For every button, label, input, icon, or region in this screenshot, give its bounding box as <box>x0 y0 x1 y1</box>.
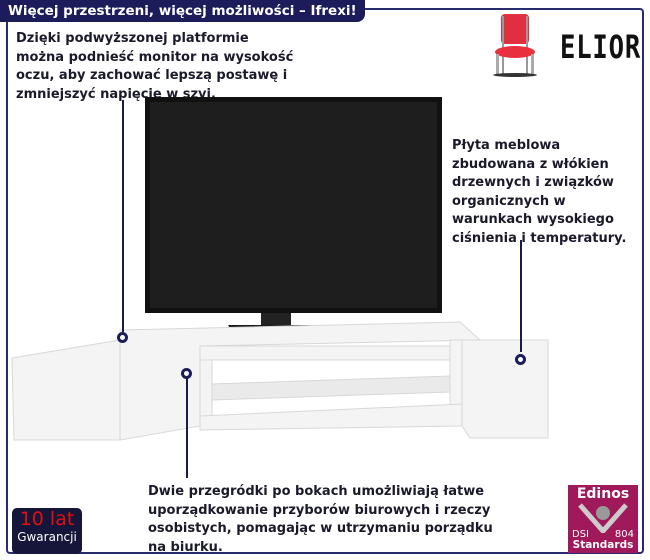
platform-description: Dzięki podwyższonej platformie można pod… <box>16 31 294 102</box>
monitor <box>145 97 442 333</box>
certificate-right: 804 <box>614 529 634 540</box>
certificate-v-icon <box>578 503 628 533</box>
pointer-dot <box>515 354 526 365</box>
brand-logo: ELIOR <box>560 28 642 66</box>
pointer-line <box>186 378 188 478</box>
warranty-badge: 10 lat Gwarancji <box>12 508 82 554</box>
pointer-dot <box>117 332 128 343</box>
certificate-badge: Edinos DSI 804 Standards <box>568 485 638 553</box>
compartments-description: Dwie przegródki po bokach umożliwiają ła… <box>148 484 493 555</box>
certificate-left: DSI <box>572 529 589 540</box>
certificate-bottom: Standards <box>572 539 634 551</box>
pointer-dot <box>181 368 192 379</box>
page-title: Więcej przestrzeni, więcej możliwości – … <box>0 0 365 22</box>
warranty-years: 10 lat <box>19 508 75 530</box>
material-description: Płyta meblowa zbudowana z włókien drzewn… <box>452 138 627 246</box>
pointer-line <box>520 240 522 352</box>
chair-logo-icon <box>493 14 537 77</box>
monitor-stand <box>11 321 549 441</box>
pointer-line <box>122 100 124 332</box>
warranty-label: Gwarancji <box>17 530 77 544</box>
certificate-name: Edinos <box>576 486 630 502</box>
